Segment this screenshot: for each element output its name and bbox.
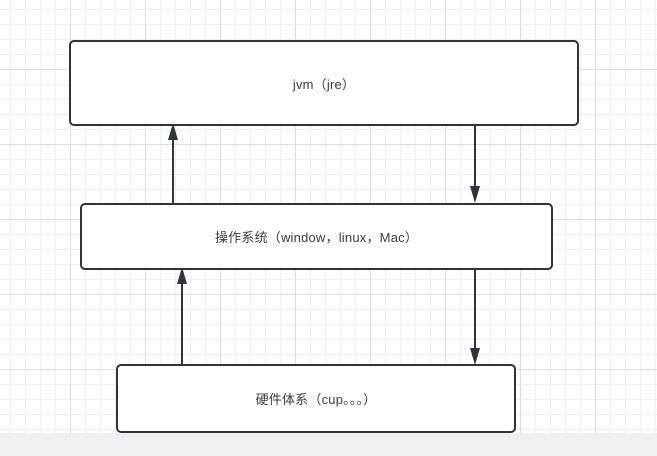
edge-hardware-to-os: [177, 267, 187, 368]
edge-os-to-hardware: [470, 266, 480, 365]
edge-os-to-jvm: [168, 123, 178, 206]
node-hardware[interactable]: 硬件体系（cup。。。）: [116, 364, 516, 433]
node-operating-system[interactable]: 操作系统（window，linux，Mac）: [80, 203, 553, 270]
node-jvm-label: jvm（jre）: [292, 76, 356, 92]
node-hardware-label: 硬件体系（cup。。。）: [255, 392, 377, 407]
node-jvm[interactable]: jvm（jre）: [69, 40, 579, 126]
edge-jvm-to-os: [470, 122, 480, 203]
node-operating-system-label: 操作系统（window，linux，Mac）: [214, 230, 419, 245]
